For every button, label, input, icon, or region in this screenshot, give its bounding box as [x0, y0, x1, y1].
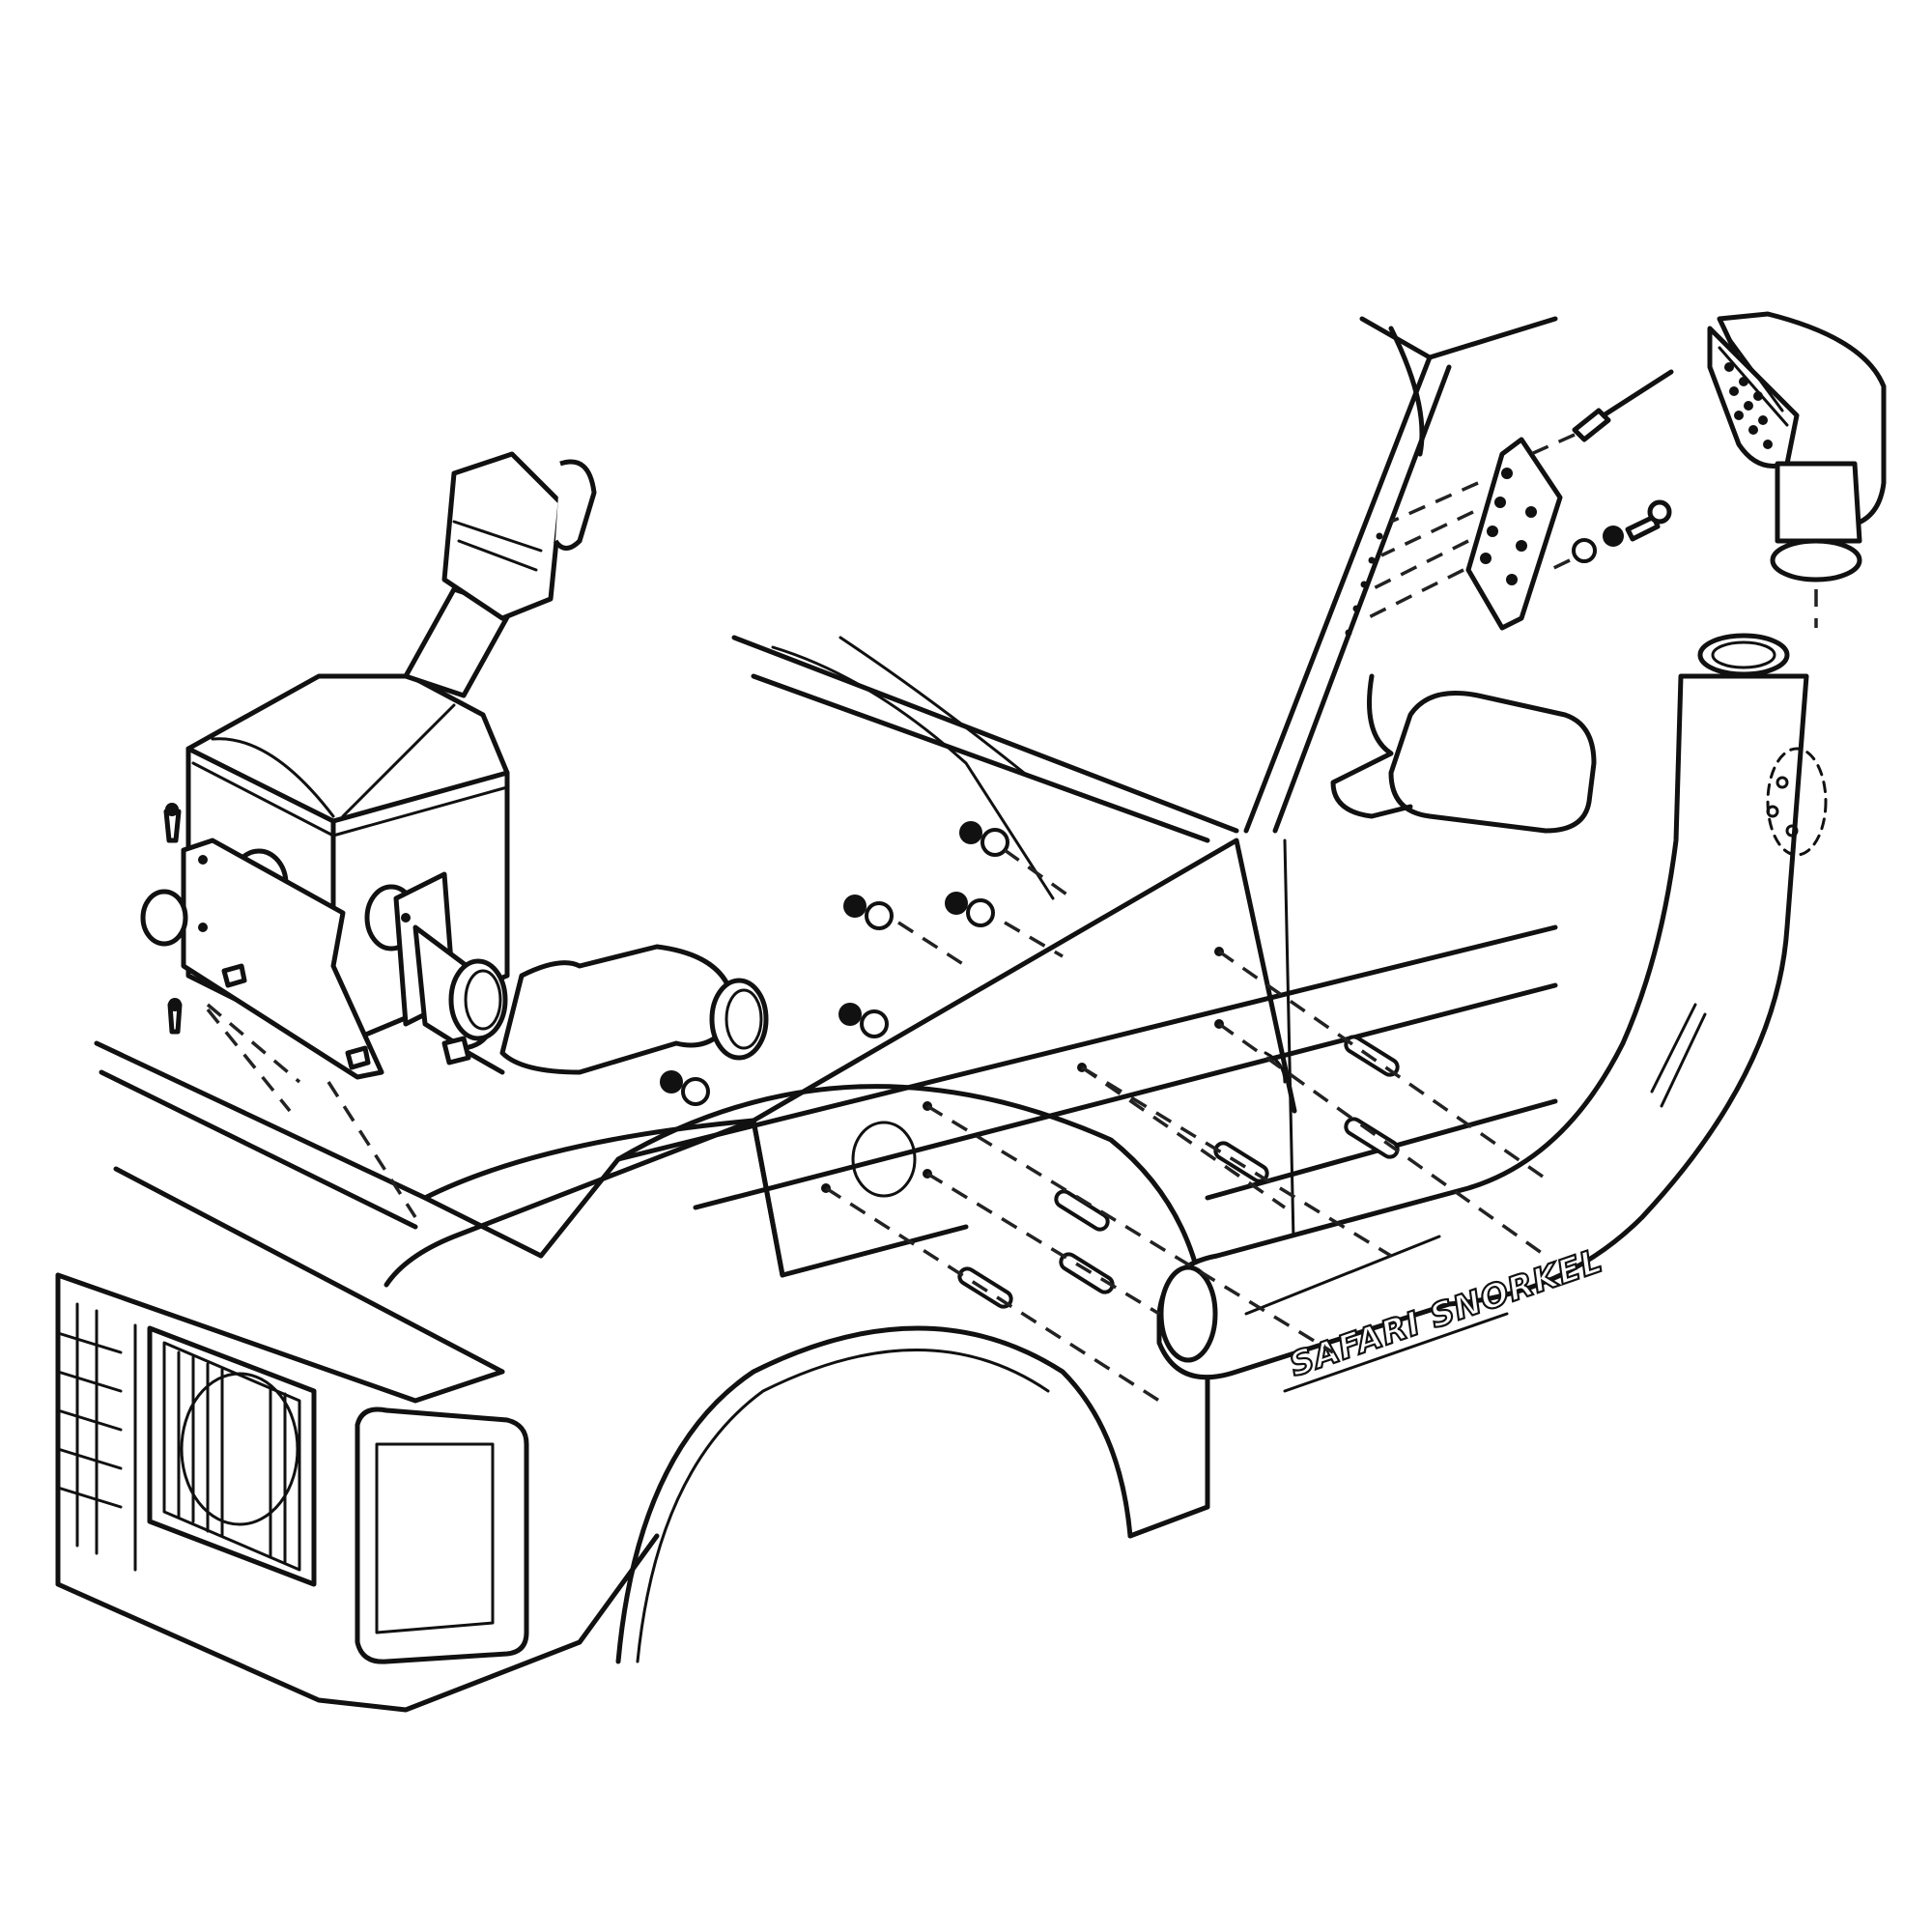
panel-hole [851, 1121, 917, 1198]
rivet-hose [441, 1036, 505, 1075]
hose-clamp-left [448, 958, 508, 1041]
a-pillar [1243, 316, 1558, 834]
snorkel-body: SAFARI SNORKEL [1156, 633, 1828, 1393]
airbox-bracket [140, 803, 417, 1218]
fender-panel [384, 838, 1297, 1288]
headlight [147, 1325, 317, 1587]
rivet [1530, 369, 1674, 456]
nuts-washers [660, 821, 1074, 1106]
air-ram-head [1707, 311, 1887, 628]
a-pillar-bracket [1366, 437, 1563, 631]
indicator-lamp [355, 1406, 529, 1664]
vehicle-body [55, 316, 1597, 1713]
bolt-nut-washer [1545, 499, 1672, 574]
hose-clamp-right [709, 978, 769, 1061]
side-mirror [1330, 673, 1597, 834]
mounting-studs [821, 947, 1548, 1403]
